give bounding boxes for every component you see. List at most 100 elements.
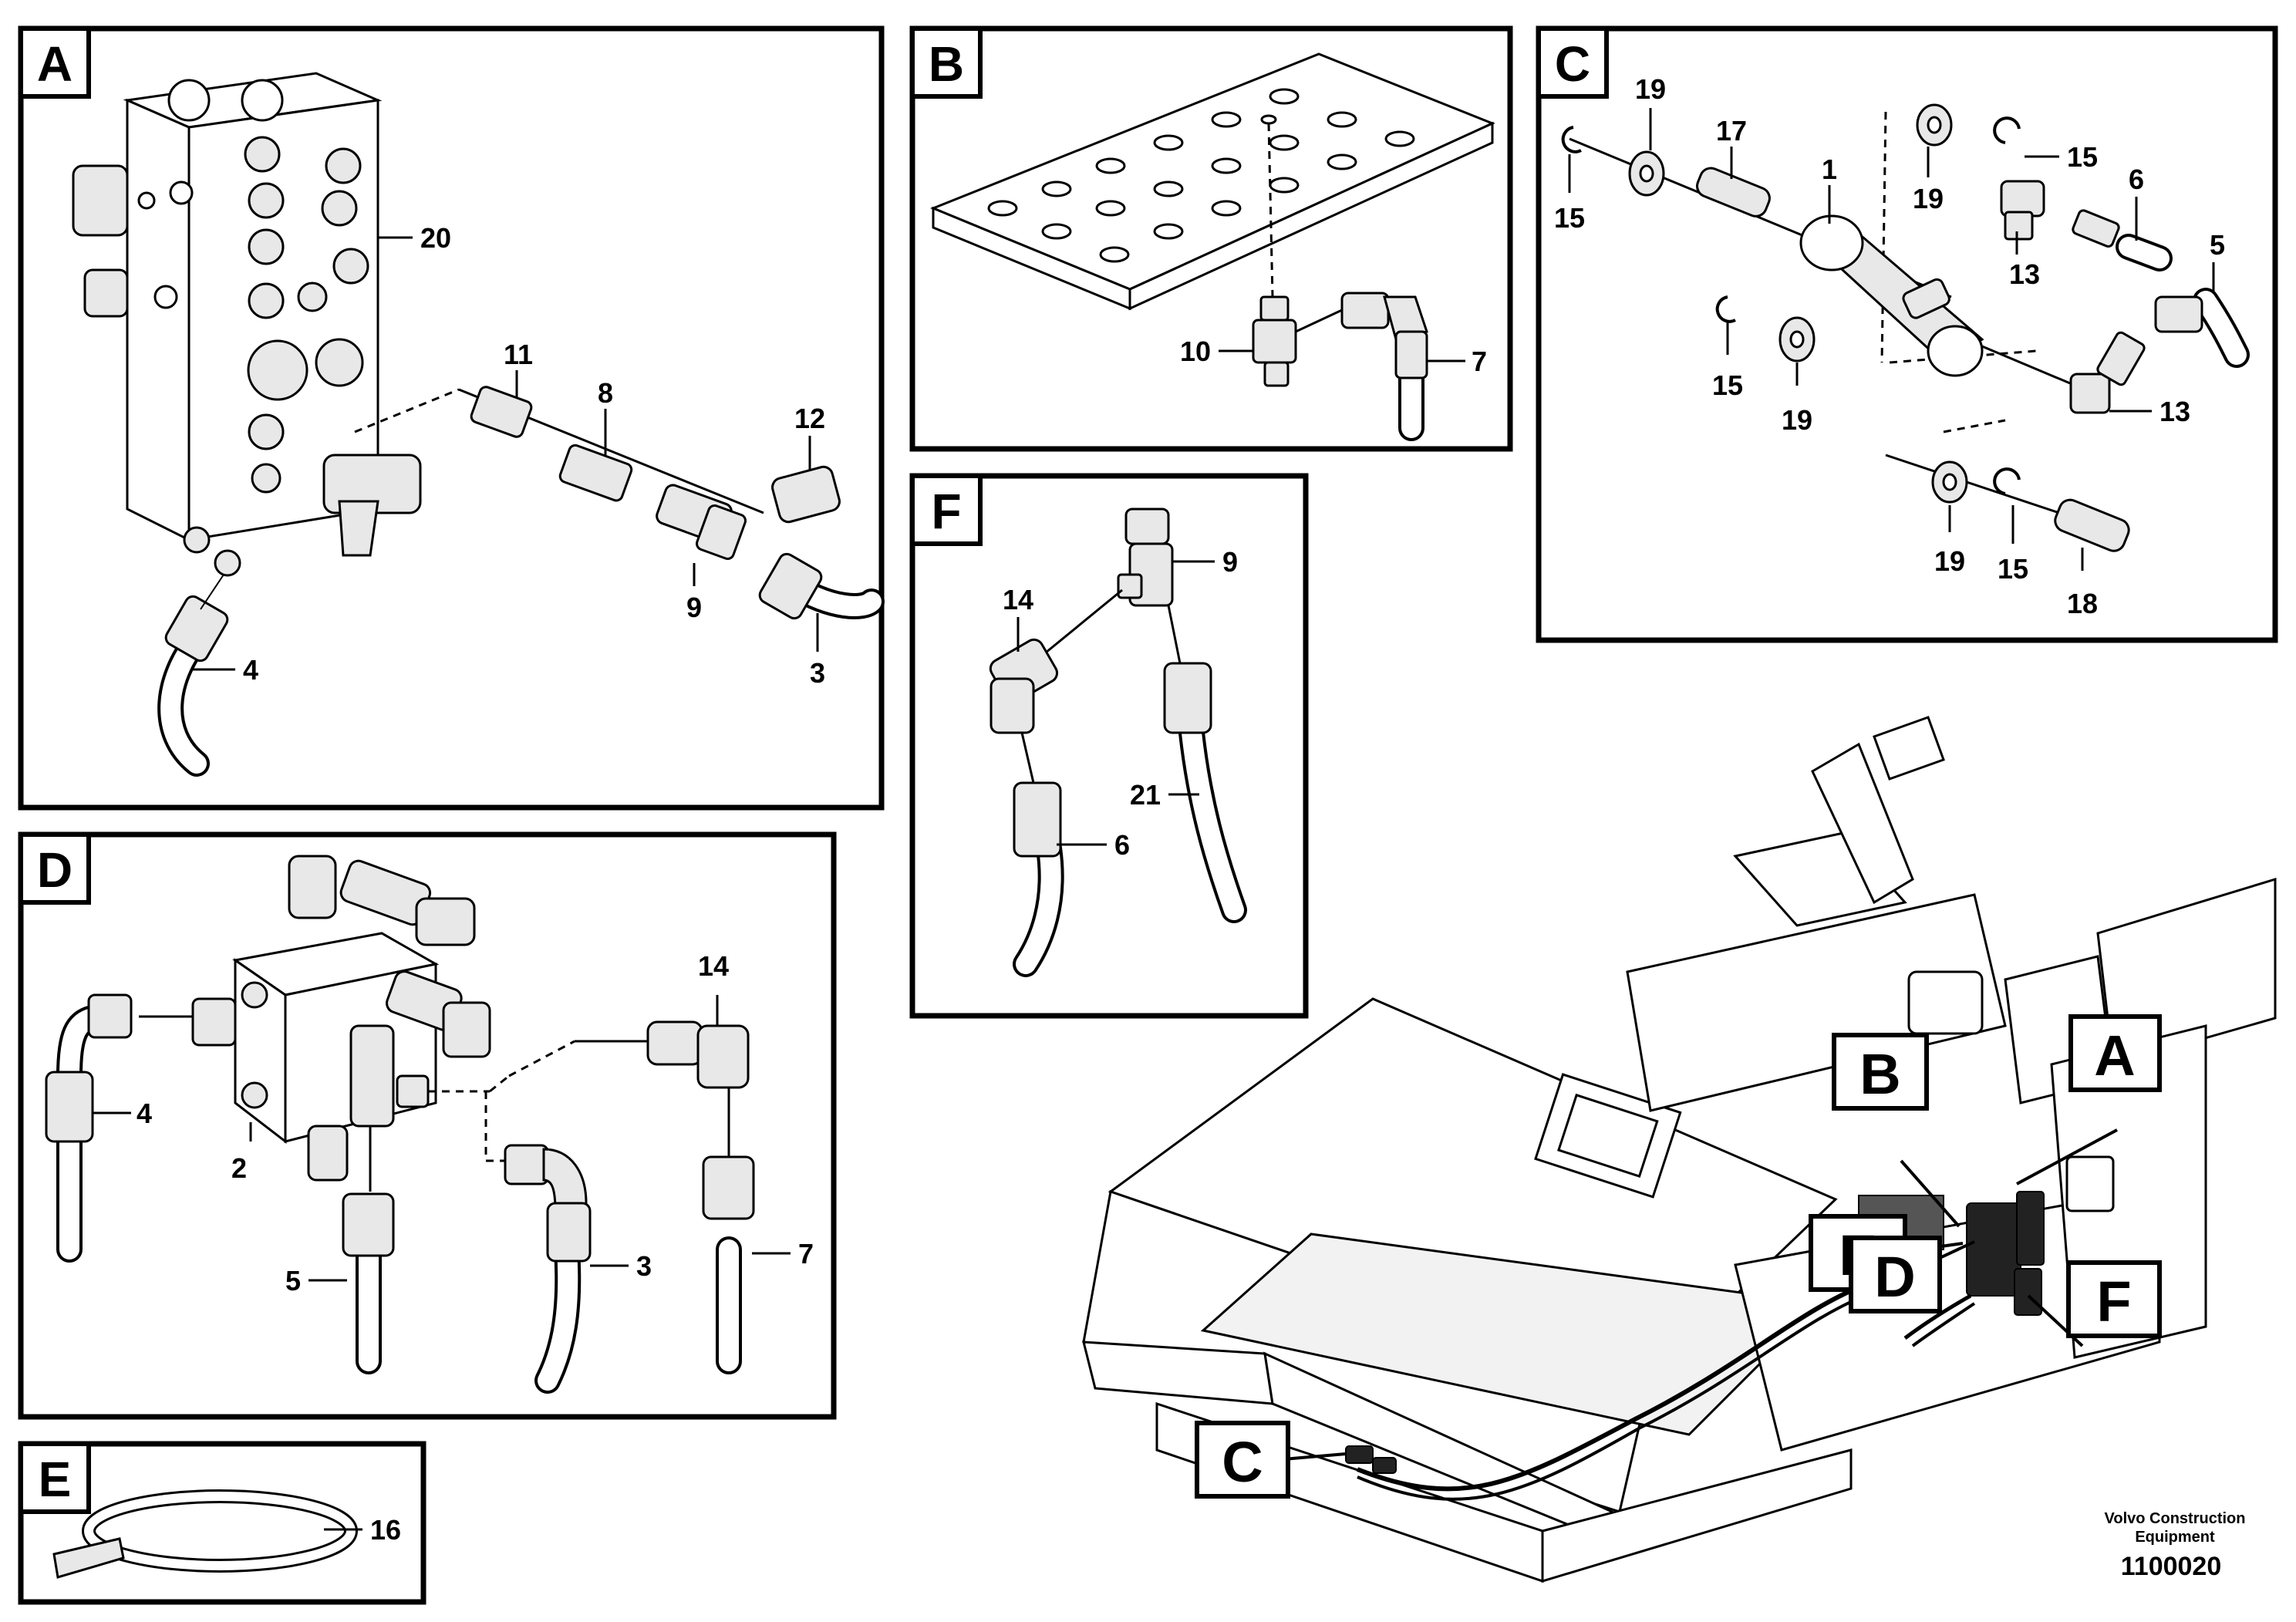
callout-a-4: 4	[243, 654, 258, 686]
callout-f-21: 21	[1130, 779, 1161, 811]
washer-19-c	[1778, 316, 1816, 363]
panel-a: A 20	[18, 25, 885, 811]
fitting-8	[558, 443, 633, 502]
panel-c-tag-box	[1536, 26, 1609, 99]
panel-e: E 16	[18, 1441, 426, 1605]
washer-19-b	[1916, 103, 1953, 147]
overview-tag-c: C	[1222, 1430, 1263, 1494]
hose-21	[1163, 662, 1247, 923]
callout-e-16: 16	[370, 1514, 401, 1546]
callout-b-7: 7	[1472, 346, 1487, 377]
panel-c-tag: C	[1555, 36, 1590, 92]
callout-c-19-b: 19	[1913, 183, 1944, 214]
fitting-11	[470, 386, 533, 438]
panel-d-tag: D	[37, 842, 72, 898]
callout-b-10: 10	[1180, 336, 1211, 367]
callout-a-9: 9	[686, 592, 702, 623]
callout-d-14: 14	[698, 950, 729, 982]
callout-f-9: 9	[1222, 546, 1238, 578]
overview-tag-a: A	[2094, 1023, 2135, 1088]
hose-4	[157, 574, 229, 777]
overview-c-fitting	[1345, 1445, 1397, 1474]
callout-c-5: 5	[2210, 229, 2225, 261]
c-clip-15-c	[1715, 295, 1736, 323]
hose-3	[758, 552, 885, 620]
callout-c-15-b: 15	[2067, 141, 2098, 173]
brand-line-2: Equipment	[2135, 1529, 2215, 1546]
c-clip-15-d	[1993, 467, 2021, 495]
c-clip-15	[1561, 126, 1582, 153]
callout-f-6: 6	[1114, 829, 1130, 861]
panel-b-tag: B	[929, 36, 964, 92]
mounting-plate	[930, 52, 1495, 311]
callout-c-1: 1	[1822, 153, 1837, 185]
callout-a-20: 20	[420, 222, 451, 254]
cable-tie-16	[52, 1489, 358, 1579]
panel-f-tag: F	[931, 484, 961, 539]
callout-c-15-c: 15	[1712, 369, 1743, 401]
hose-6-f	[1013, 781, 1064, 977]
panel-f-frame	[909, 473, 1309, 1019]
tee-fitting-9-f	[1117, 508, 1174, 607]
panel-d-tag-box	[19, 832, 91, 905]
callout-c-17: 17	[1716, 115, 1747, 147]
callout-c-15-a: 15	[1554, 202, 1585, 234]
hose-7-d	[702, 1155, 755, 1374]
document-number: 1100020	[2121, 1552, 2222, 1581]
panel-f: F 9 14 21 6	[909, 473, 1309, 1019]
hose-3-d	[504, 1144, 592, 1394]
panel-d: D 2	[18, 831, 837, 1420]
panel-e-tag-box	[19, 1442, 91, 1514]
callout-d-2: 2	[231, 1152, 247, 1184]
machine-overview: A B E D F C	[1082, 716, 2277, 1583]
callout-a-11: 11	[504, 339, 533, 370]
port-fittings	[137, 136, 369, 494]
callout-a-12: 12	[794, 403, 825, 434]
overview-tag-f: F	[2096, 1270, 2131, 1334]
callout-c-18: 18	[2067, 588, 2098, 619]
panel-a-tag: A	[37, 36, 72, 92]
callout-c-13-a: 13	[2009, 258, 2040, 290]
callout-d-3: 3	[636, 1250, 652, 1282]
callout-f-14: 14	[1003, 584, 1033, 615]
valve-cluster	[1966, 1202, 2021, 1297]
elbow-14-f	[989, 638, 1059, 734]
callout-c-19-c: 19	[1782, 404, 1812, 436]
tee-fitting-10	[1252, 295, 1297, 387]
callout-c-19-d: 19	[1934, 545, 1965, 577]
cap-12	[771, 465, 841, 524]
panel-c-frame	[1536, 25, 2278, 643]
panel-b-tag-box	[910, 26, 983, 99]
brand-line-1: Volvo Construction	[2105, 1510, 2246, 1527]
valve-block-2	[191, 855, 491, 1182]
callout-a-8: 8	[598, 377, 613, 409]
overview-tag-b: B	[1859, 1042, 1900, 1106]
pin-18	[2054, 498, 2130, 552]
hose-6	[2072, 209, 2173, 271]
washer-19-d	[1931, 460, 1968, 504]
panel-a-tag-box	[19, 26, 91, 99]
hose-5-d	[342, 1192, 395, 1374]
panel-b: B 10	[909, 25, 1513, 452]
hose-4-d	[45, 993, 133, 1263]
panel-e-tag: E	[39, 1452, 72, 1507]
hose-7-elbow	[1340, 292, 1428, 441]
panel-c: C 15 19 17 1 19 15 13	[1536, 25, 2278, 643]
cylinder-1	[1799, 214, 1984, 377]
c-clip-15-b	[1993, 116, 2021, 144]
overview-tag-d: D	[1874, 1245, 1915, 1309]
plate-holes	[987, 88, 1415, 263]
tee-fitting-9	[656, 484, 747, 560]
panel-f-tag-box	[910, 474, 983, 546]
callout-c-19-a: 19	[1635, 73, 1666, 105]
pin-17	[1696, 167, 1771, 218]
washer-19	[1628, 150, 1665, 197]
hose-5	[2154, 288, 2250, 368]
valve-block-20	[72, 72, 422, 577]
callout-c-6: 6	[2129, 164, 2144, 195]
callout-d-5: 5	[285, 1265, 301, 1297]
callout-a-3: 3	[810, 657, 825, 689]
elbow-13	[2000, 180, 2045, 241]
callout-d-4: 4	[137, 1098, 152, 1129]
